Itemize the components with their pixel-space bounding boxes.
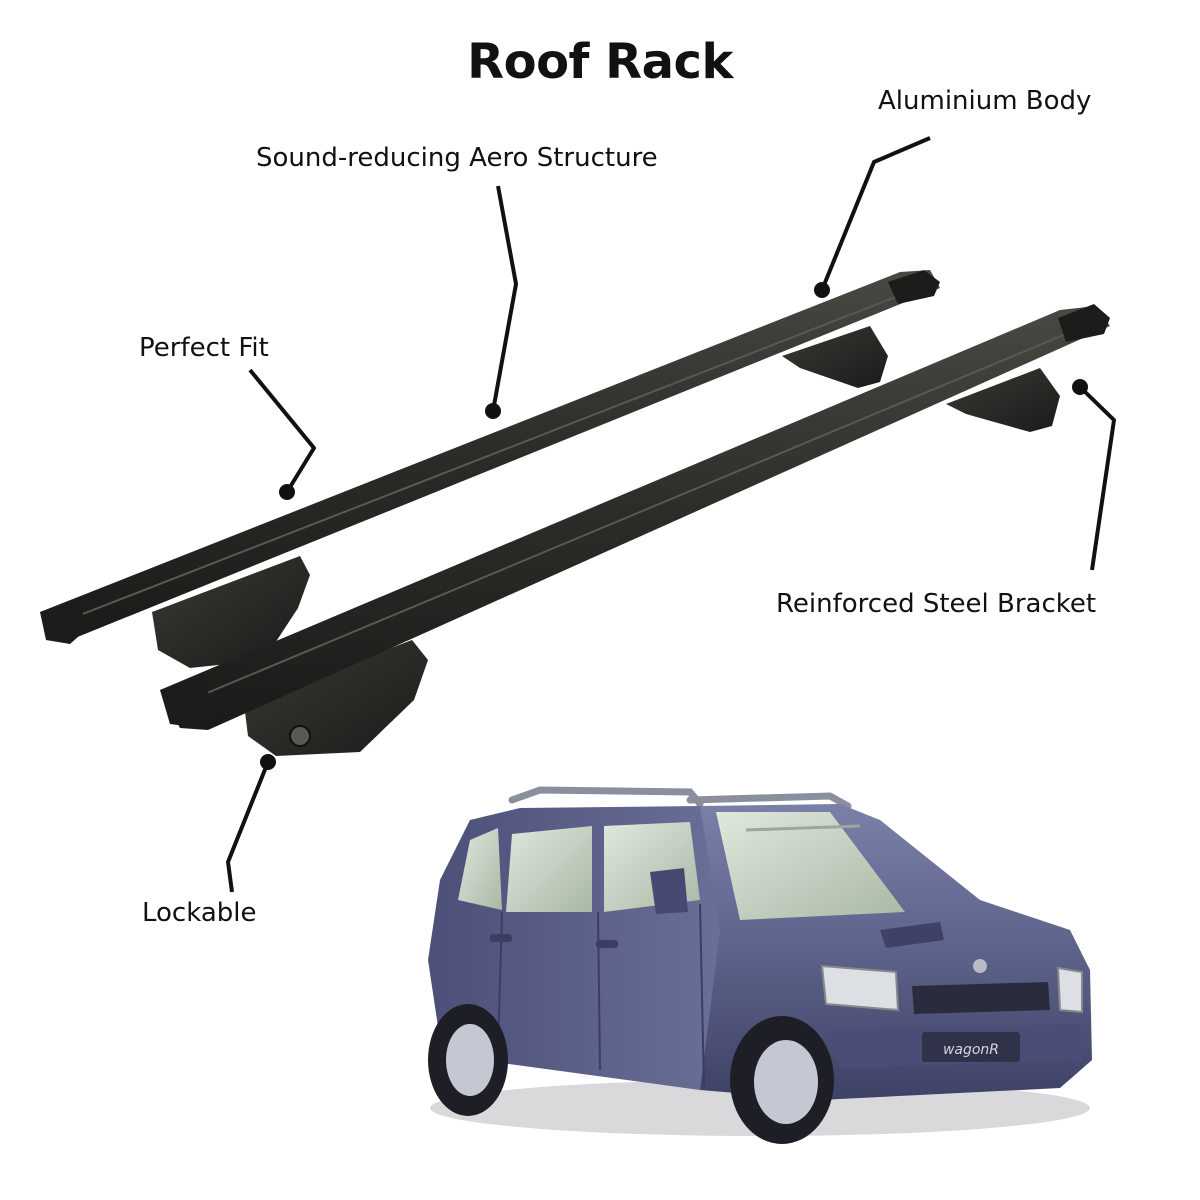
steel-bracket-dot	[1072, 379, 1088, 395]
car-grille	[912, 982, 1050, 1014]
callout-aero-structure: Sound-reducing Aero Structure	[256, 143, 658, 173]
front-bar-left-foot	[244, 640, 428, 756]
car-rear-door-window	[506, 826, 592, 912]
callout-aluminium-body: Aluminium Body	[878, 86, 1092, 116]
car-left-headlight	[820, 964, 900, 1012]
aluminium-dot	[814, 282, 830, 298]
front-bar-left-end-cap	[160, 676, 214, 728]
car-windshield	[716, 812, 905, 920]
car-illustration: wagonR	[428, 786, 1092, 1144]
front-bar-body	[160, 306, 1110, 730]
front-bar-right-end-cap	[1058, 304, 1110, 342]
steel-bracket-leader	[1078, 385, 1116, 571]
car-roof-rails	[508, 786, 852, 810]
rear-crossbar	[40, 270, 940, 668]
aero-leader	[491, 185, 518, 412]
car-right-headlight	[1056, 966, 1083, 1014]
rear-bar-right-foot	[782, 326, 888, 388]
aluminium-leader	[820, 136, 931, 291]
callout-leaders	[226, 136, 1116, 893]
rear-bar-right-end-cap	[888, 270, 940, 304]
car-license-plate	[922, 1032, 1020, 1062]
rear-bar-left-foot	[152, 556, 310, 668]
car-side-mirror	[650, 868, 688, 914]
callout-lockable: Lockable	[142, 898, 257, 928]
aero-dot	[485, 403, 501, 419]
car-rear-window	[458, 828, 502, 910]
page-title: Roof Rack	[467, 34, 733, 90]
callout-dots	[260, 282, 1088, 770]
lockable-leader	[226, 761, 270, 893]
lockable-dot	[260, 754, 276, 770]
front-crossbar	[160, 304, 1110, 756]
callout-perfect-fit: Perfect Fit	[139, 333, 269, 363]
car-front-wheel	[730, 1016, 834, 1144]
front-bar-right-foot	[946, 368, 1060, 432]
perfect-fit-leader	[248, 368, 316, 494]
lock-cylinder	[289, 725, 311, 747]
rear-bar-left-end-cap	[40, 600, 88, 644]
callout-steel-bracket: Reinforced Steel Bracket	[776, 589, 1097, 619]
car-rear-wheel	[428, 1004, 508, 1116]
car-badge: wagonR	[943, 1042, 999, 1058]
perfect-fit-dot	[279, 484, 295, 500]
